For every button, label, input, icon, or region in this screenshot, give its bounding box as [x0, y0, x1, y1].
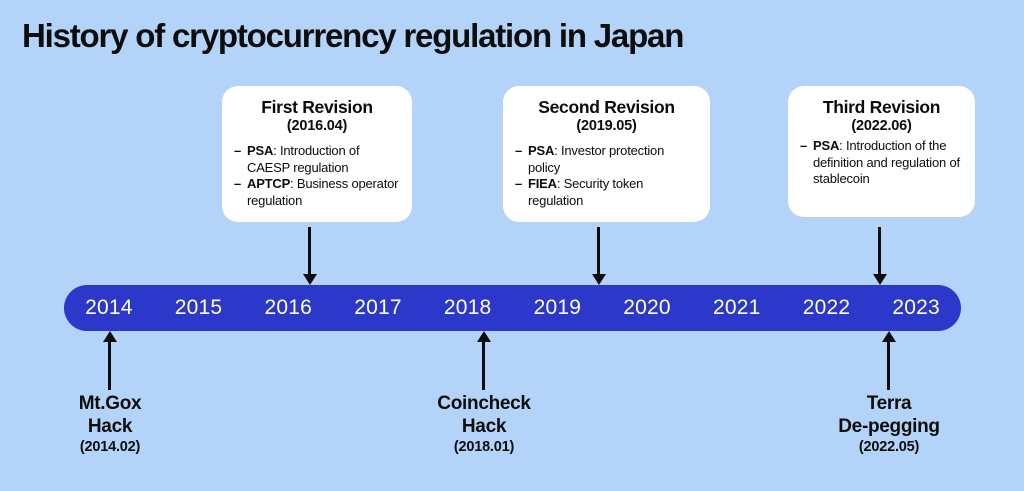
- arrow-shaft: [597, 227, 600, 274]
- up-arrow-coincheck-hack: [476, 331, 491, 390]
- revision-item: – PSA: Introduction of CAESP regulation: [234, 143, 400, 176]
- event-name: Mt.Gox: [78, 393, 142, 414]
- revision-desc: : Introduction of the definition and reg…: [813, 138, 960, 186]
- timeline-year: 2014: [85, 296, 133, 319]
- timeline-year: 2017: [354, 296, 402, 319]
- event-name: Terra: [866, 393, 912, 414]
- timeline-year: 2022: [802, 296, 851, 319]
- revision-item-list: – PSA: Introduction of the definition an…: [800, 138, 963, 188]
- event-label-mtgox-hack: Mt.Gox Hack (2014.02): [79, 393, 142, 457]
- dash-bullet: –: [234, 143, 242, 158]
- revision-term: PSA: [247, 143, 274, 158]
- revision-card-second: Second Revision (2019.05) – PSA: Investo…: [503, 86, 710, 222]
- revision-item: – FIEA: Security token regulation: [515, 176, 698, 209]
- event-date: (2014.02): [79, 439, 141, 455]
- revision-date: (2016.04): [286, 118, 348, 134]
- revision-date: (2019.05): [576, 118, 637, 134]
- event-name: Hack: [87, 415, 133, 437]
- timeline-bar: 2014 2015 2016 2017 2018 2019 2020 2021 …: [64, 285, 961, 331]
- revision-card-third: Third Revision (2022.06) – PSA: Introduc…: [788, 86, 975, 217]
- revision-term: PSA: [813, 138, 840, 153]
- arrow-shaft: [308, 227, 311, 274]
- revision-item: – PSA: Introduction of the definition an…: [800, 138, 963, 188]
- arrow-head-icon: [872, 274, 887, 285]
- down-arrow-second-revision: [591, 227, 606, 285]
- down-arrow-first-revision: [302, 227, 317, 285]
- event-name: De-pegging: [838, 415, 940, 437]
- revision-item-list: – PSA: Introduction of CAESP regulation …: [234, 143, 400, 209]
- timeline-year: 2023: [892, 296, 940, 319]
- revision-item-list: – PSA: Investor protection policy – FIEA…: [515, 143, 698, 209]
- timeline-year: 2019: [533, 296, 582, 319]
- arrow-shaft: [108, 342, 111, 390]
- revision-title: First Revision: [261, 97, 373, 117]
- event-date: (2022.05): [858, 439, 920, 455]
- dash-bullet: –: [515, 143, 523, 158]
- revision-title: Third Revision: [822, 97, 941, 117]
- revision-item: – APTCP: Business operator regulation: [234, 176, 400, 209]
- revision-date: (2022.06): [851, 118, 912, 134]
- revision-item-text: APTCP: Business operator regulation: [247, 176, 400, 209]
- event-label-terra-depegging: Terra De-pegging (2022.05): [838, 393, 940, 457]
- revision-item: – PSA: Investor protection policy: [515, 143, 698, 176]
- event-name: Hack: [461, 415, 507, 437]
- event-name: Coincheck: [437, 393, 531, 414]
- revision-item-text: PSA: Introduction of CAESP regulation: [247, 143, 400, 176]
- dash-bullet: –: [234, 176, 242, 191]
- revision-term: APTCP: [247, 176, 291, 191]
- up-arrow-terra-depegging: [881, 331, 896, 390]
- down-arrow-third-revision: [872, 227, 887, 285]
- arrow-head-icon: [102, 331, 117, 342]
- event-label-coincheck-hack: Coincheck Hack (2018.01): [437, 393, 531, 457]
- timeline-year: 2021: [713, 296, 761, 319]
- up-arrow-mtgox-hack: [102, 331, 117, 390]
- event-date: (2018.01): [453, 439, 515, 455]
- revision-item-text: PSA: Investor protection policy: [528, 143, 698, 176]
- arrow-shaft: [482, 342, 485, 390]
- timeline-year: 2020: [623, 296, 671, 319]
- arrow-head-icon: [302, 274, 317, 285]
- revision-item-text: FIEA: Security token regulation: [528, 176, 698, 209]
- dash-bullet: –: [515, 176, 523, 191]
- timeline-year: 2015: [174, 296, 223, 319]
- page-title: History of cryptocurrency regulation in …: [22, 17, 684, 54]
- revision-term: FIEA: [528, 176, 557, 191]
- revision-title: Second Revision: [538, 97, 675, 117]
- arrow-head-icon: [881, 331, 896, 342]
- arrow-shaft: [878, 227, 881, 274]
- dash-bullet: –: [800, 138, 808, 153]
- arrow-head-icon: [476, 331, 491, 342]
- revision-desc: : Investor protection policy: [528, 143, 665, 175]
- revision-desc: : Security token regulation: [528, 176, 644, 208]
- timeline-year: 2018: [443, 296, 492, 319]
- revision-card-first: First Revision (2016.04) – PSA: Introduc…: [222, 86, 412, 222]
- arrow-head-icon: [591, 274, 606, 285]
- revision-item-text: PSA: Introduction of the definition and …: [813, 138, 963, 188]
- revision-term: PSA: [528, 143, 555, 158]
- timeline-year: 2016: [264, 296, 313, 319]
- revision-desc: : Business operator regulation: [247, 176, 399, 208]
- arrow-shaft: [887, 342, 890, 390]
- revision-desc: : Introduction of CAESP regulation: [247, 143, 360, 175]
